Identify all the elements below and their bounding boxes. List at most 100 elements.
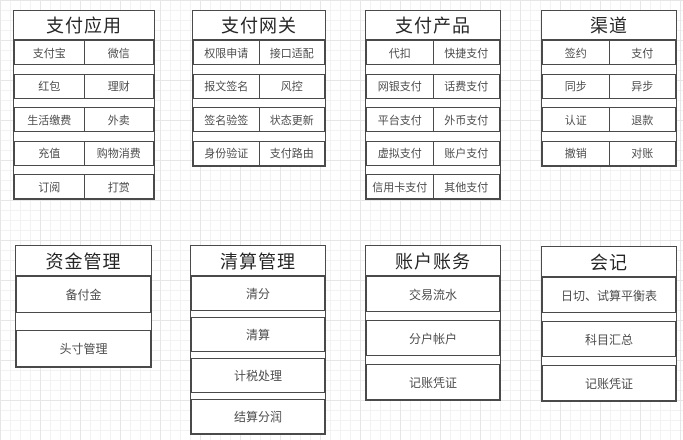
shape-cell[interactable]: 认证 xyxy=(543,108,609,131)
cell-label: 日切、试算平衡表 xyxy=(560,288,657,303)
group-title: 支付产品 xyxy=(395,16,471,36)
shape-cell[interactable]: 理财 xyxy=(83,74,154,98)
shape-row: 订阅 打赏 xyxy=(14,174,154,199)
shape-cell[interactable]: 结算分润 xyxy=(192,400,324,433)
shape-cell[interactable]: 快捷支付 xyxy=(432,41,500,64)
payment-gateway-header[interactable]: 支付网关 xyxy=(193,11,325,40)
clearing-management-header[interactable]: 清算管理 xyxy=(191,246,325,276)
group-title: 会记 xyxy=(590,252,628,273)
shape-cell[interactable]: 分户帐户 xyxy=(367,321,499,355)
shape-cell[interactable]: 签名验签 xyxy=(194,108,259,131)
payment-products-header[interactable]: 支付产品 xyxy=(366,11,500,40)
shape-row: 权限申请 接口适配 xyxy=(193,40,325,65)
shape-cell[interactable]: 信用卡支付 xyxy=(367,175,433,198)
shape-cell[interactable]: 支付 xyxy=(608,41,676,64)
fund-management-header[interactable]: 资金管理 xyxy=(16,246,151,276)
group-title: 账户账务 xyxy=(395,251,471,272)
shape-cell[interactable]: 外卖 xyxy=(83,108,154,131)
payment-apps-header[interactable]: 支付应用 xyxy=(14,11,154,40)
shape-cell[interactable]: 同步 xyxy=(543,75,609,98)
shape-cell[interactable]: 外币支付 xyxy=(432,108,500,131)
shape-row: 计税处理 xyxy=(191,358,325,393)
shape-cell[interactable]: 支付路由 xyxy=(258,141,325,165)
shape-cell[interactable]: 身份验证 xyxy=(194,142,259,165)
cell-label: 对账 xyxy=(631,148,654,160)
cell-label: 支付 xyxy=(631,47,654,60)
shape-cell[interactable]: 报文签名 xyxy=(194,75,259,98)
cell-label: 清算 xyxy=(245,328,270,342)
account-ledger-header[interactable]: 账户账务 xyxy=(366,246,500,276)
shape-cell[interactable]: 头寸管理 xyxy=(17,331,150,366)
shape-cell[interactable]: 账户支付 xyxy=(432,141,500,165)
shape-cell[interactable]: 生活缴费 xyxy=(15,108,84,131)
shape-row: 记账凭证 xyxy=(366,364,500,400)
group-payment-apps[interactable]: 支付应用支付宝微信红包理财生活缴费外卖充值购物消费订阅打赏 xyxy=(13,10,155,200)
shape-cell[interactable]: 打赏 xyxy=(83,175,154,198)
shape-cell[interactable]: 订阅 xyxy=(15,175,84,198)
group-channels[interactable]: 渠道签约 支付同步异步认证 退款撤销 对账 xyxy=(541,10,677,167)
shape-cell[interactable]: 备付金 xyxy=(17,277,150,312)
cell-label: 身份验证 xyxy=(204,148,249,160)
group-payment-gateway[interactable]: 支付网关权限申请接口适配报文签名风控签名验签状态更新身份验证支付路由 xyxy=(192,10,326,167)
cell-label: 购物消费 xyxy=(96,148,141,160)
shape-cell[interactable]: 平台支付 xyxy=(367,108,433,131)
cell-label: 账户支付 xyxy=(444,148,489,160)
shape-row: 网银支付话费支付 xyxy=(366,73,500,99)
group-clearing-management[interactable]: 清算管理清分清算计税处理结算分润 xyxy=(190,245,326,435)
cell-label: 状态更新 xyxy=(269,114,314,127)
shape-row: 身份验证支付路由 xyxy=(193,140,325,166)
cell-label: 记账凭证 xyxy=(584,376,633,391)
shape-cell[interactable]: 记账凭证 xyxy=(367,365,499,399)
shape-cell[interactable]: 支付宝 xyxy=(15,41,84,64)
group-account-ledger[interactable]: 账户账务交易流水分户帐户记账凭证 xyxy=(365,245,501,401)
cell-label: 接口适配 xyxy=(269,47,314,60)
shape-cell[interactable]: 话费支付 xyxy=(432,74,500,98)
cell-label: 风控 xyxy=(280,81,303,93)
shape-cell[interactable]: 虚拟支付 xyxy=(367,142,433,165)
cell-label: 权限申请 xyxy=(204,47,249,60)
group-accounting[interactable]: 会记日切、试算平衡表科目汇总记账凭证 xyxy=(541,246,677,402)
shape-cell[interactable]: 网银支付 xyxy=(367,75,433,98)
cell-label: 打赏 xyxy=(107,181,130,194)
shape-cell[interactable]: 撤销 xyxy=(543,142,609,165)
group-title: 支付应用 xyxy=(46,16,122,36)
shape-cell[interactable]: 计税处理 xyxy=(192,359,324,392)
shape-cell[interactable]: 清分 xyxy=(192,277,324,310)
group-rows: 支付宝微信红包理财生活缴费外卖充值购物消费订阅打赏 xyxy=(14,40,154,199)
shape-cell[interactable]: 签约 xyxy=(543,41,609,64)
group-payment-products[interactable]: 支付产品代扣快捷支付网银支付话费支付平台支付外币支付虚拟支付账户支付信用卡支付其… xyxy=(365,10,501,200)
shape-cell[interactable]: 其他支付 xyxy=(432,175,500,198)
channels-header[interactable]: 渠道 xyxy=(542,11,676,40)
shape-cell[interactable]: 异步 xyxy=(608,74,676,98)
shape-cell[interactable]: 日切、试算平衡表 xyxy=(543,278,675,312)
group-rows: 清分清算计税处理结算分润 xyxy=(191,276,325,434)
shape-cell[interactable]: 清算 xyxy=(192,318,324,351)
shape-cell[interactable]: 退款 xyxy=(608,108,676,131)
shape-row: 清算 xyxy=(191,317,325,352)
cell-label: 分户帐户 xyxy=(408,331,457,346)
group-rows: 代扣快捷支付网银支付话费支付平台支付外币支付虚拟支付账户支付信用卡支付其他支付 xyxy=(366,40,500,199)
shape-row: 红包 理财 xyxy=(14,73,154,99)
shape-cell[interactable]: 记账凭证 xyxy=(543,366,675,400)
shape-cell[interactable]: 微信 xyxy=(83,41,154,64)
cell-label: 理财 xyxy=(107,81,130,93)
shape-row: 充值购物消费 xyxy=(14,140,154,166)
shape-cell[interactable]: 充值 xyxy=(15,142,84,165)
shape-cell[interactable]: 交易流水 xyxy=(367,277,499,311)
shape-cell[interactable]: 红包 xyxy=(15,75,84,98)
shape-cell[interactable]: 购物消费 xyxy=(83,141,154,165)
shape-row: 代扣快捷支付 xyxy=(366,40,500,65)
shape-cell[interactable]: 科目汇总 xyxy=(543,322,675,356)
shape-cell[interactable]: 权限申请 xyxy=(194,41,259,64)
shape-row: 签名验签状态更新 xyxy=(193,107,325,132)
shape-cell[interactable]: 对账 xyxy=(608,141,676,165)
shape-cell[interactable]: 代扣 xyxy=(367,41,433,64)
group-fund-management[interactable]: 资金管理备付金头寸管理 xyxy=(15,245,152,368)
accounting-header[interactable]: 会记 xyxy=(542,247,676,277)
shape-cell[interactable]: 接口适配 xyxy=(258,41,325,64)
shape-cell[interactable]: 状态更新 xyxy=(258,108,325,131)
cell-label: 认证 xyxy=(564,114,587,127)
shape-cell[interactable]: 风控 xyxy=(258,74,325,98)
shape-row: 报文签名 风控 xyxy=(193,73,325,99)
